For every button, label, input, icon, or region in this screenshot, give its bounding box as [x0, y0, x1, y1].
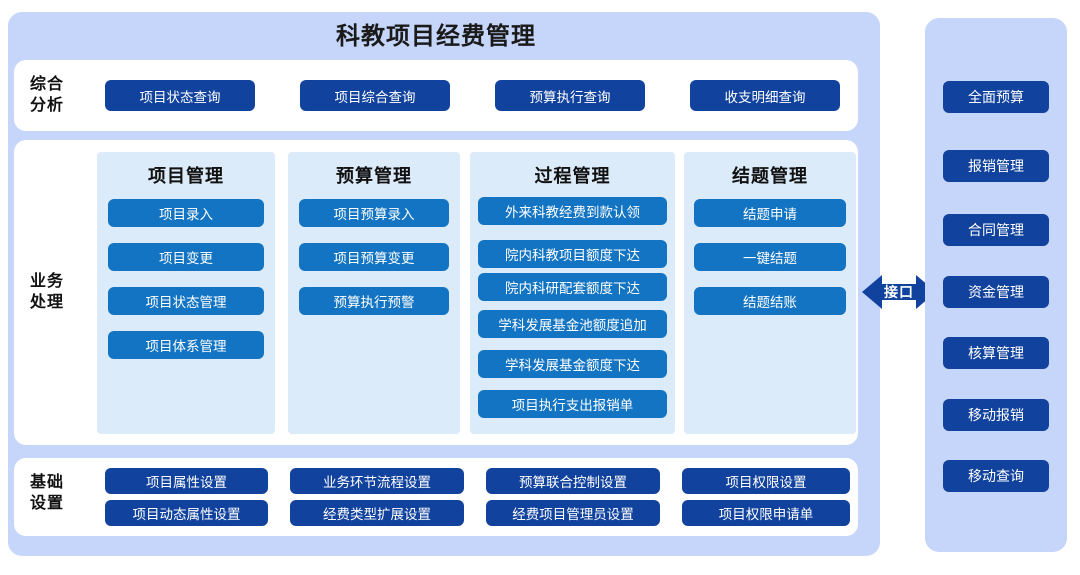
analysis-label-line1: 综合: [29, 76, 64, 93]
analysis-label-line2: 分析: [29, 97, 64, 114]
button-project-budget-change[interactable]: 项目预算变更: [299, 243, 449, 271]
button-one-click-closure[interactable]: 一键结题: [694, 243, 846, 271]
settings-button-business-workflow[interactable]: 业务环节流程设置: [290, 468, 464, 494]
analysis-button-project-comprehensive-query[interactable]: 项目综合查询: [300, 80, 450, 111]
column-title-process-management: 过程管理: [534, 166, 611, 186]
column-title-budget-management: 预算管理: [336, 166, 412, 186]
settings-label-line1: 基础: [29, 474, 64, 491]
button-discipline-fund-quota-issue[interactable]: 学科发展基金额度下达: [478, 350, 667, 378]
button-project-status-mgmt[interactable]: 项目状态管理: [108, 287, 264, 315]
settings-button-project-dynamic-attribute[interactable]: 项目动态属性设置: [105, 500, 268, 526]
page-title: 科教项目经费管理: [336, 23, 536, 50]
sidebar-item-comprehensive-budget[interactable]: 全面预算: [943, 81, 1049, 113]
button-project-budget-entry[interactable]: 项目预算录入: [299, 199, 449, 227]
double-arrow-icon: [862, 269, 936, 315]
settings-button-fund-project-admin[interactable]: 经费项目管理员设置: [486, 500, 660, 526]
sidebar-item-mobile-reimbursement[interactable]: 移动报销: [943, 399, 1049, 431]
button-external-funds-claim[interactable]: 外来科教经费到款认领: [478, 197, 667, 225]
analysis-button-income-expense-detail-query[interactable]: 收支明细查询: [690, 80, 840, 111]
sidebar-item-mobile-query[interactable]: 移动查询: [943, 460, 1049, 492]
business-section-label: 业务 处理: [16, 271, 78, 313]
button-discipline-fund-pool-add[interactable]: 学科发展基金池额度追加: [478, 310, 667, 338]
settings-label-line2: 设置: [29, 495, 64, 512]
button-project-system-mgmt[interactable]: 项目体系管理: [108, 331, 264, 359]
settings-button-project-permission[interactable]: 项目权限设置: [682, 468, 850, 494]
settings-section-label: 基础 设置: [16, 472, 78, 514]
business-label-line2: 处理: [29, 294, 64, 311]
button-project-expense-claim-form[interactable]: 项目执行支出报销单: [478, 390, 667, 418]
analysis-button-budget-execution-query[interactable]: 预算执行查询: [495, 80, 645, 111]
sidebar-item-accounting-mgmt[interactable]: 核算管理: [943, 337, 1049, 369]
sidebar-item-fund-mgmt[interactable]: 资金管理: [943, 276, 1049, 308]
button-internal-project-quota[interactable]: 院内科教项目额度下达: [478, 240, 667, 268]
button-closure-settlement[interactable]: 结题结账: [694, 287, 846, 315]
analysis-button-project-status-query[interactable]: 项目状态查询: [105, 80, 255, 111]
column-title-closure-management: 结题管理: [732, 166, 808, 186]
button-project-entry[interactable]: 项目录入: [108, 199, 264, 227]
sidebar-item-reimbursement-mgmt[interactable]: 报销管理: [943, 150, 1049, 182]
column-title-project-management: 项目管理: [148, 166, 224, 186]
analysis-section-label: 综合 分析: [16, 74, 78, 116]
button-internal-research-matching[interactable]: 院内科研配套额度下达: [478, 273, 667, 301]
button-budget-execution-alert[interactable]: 预算执行预警: [299, 287, 449, 315]
settings-button-expense-type-extension[interactable]: 经费类型扩展设置: [290, 500, 464, 526]
button-closure-application[interactable]: 结题申请: [694, 199, 846, 227]
settings-button-budget-joint-control[interactable]: 预算联合控制设置: [486, 468, 660, 494]
sidebar-item-contract-mgmt[interactable]: 合同管理: [943, 214, 1049, 246]
settings-button-project-permission-request[interactable]: 项目权限申请单: [682, 500, 850, 526]
business-label-line1: 业务: [29, 273, 64, 290]
button-project-change[interactable]: 项目变更: [108, 243, 264, 271]
settings-button-project-attribute[interactable]: 项目属性设置: [105, 468, 268, 494]
